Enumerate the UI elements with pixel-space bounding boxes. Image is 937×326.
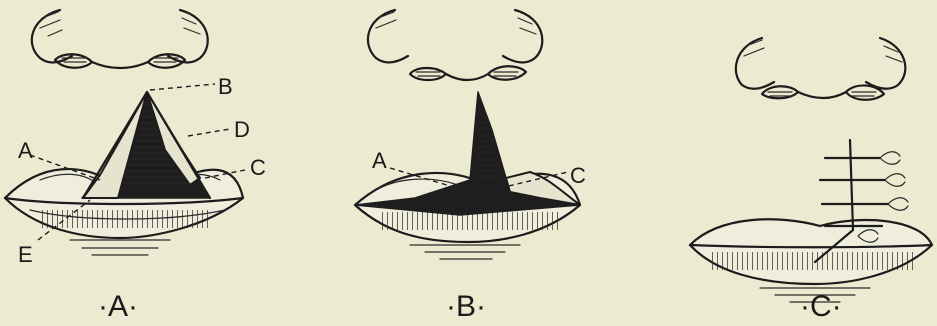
panel-a: B A D C E ·A· (5, 10, 266, 323)
panel-c-nose (736, 38, 905, 100)
caption-a: ·A· (98, 290, 138, 323)
panel-b-nose (368, 10, 542, 80)
panel-a-nose (32, 10, 208, 68)
panel-b: A C ·B· (355, 10, 586, 323)
label-d: D (234, 117, 250, 142)
panel-c: ·C· (690, 38, 932, 323)
label-a: A (18, 138, 33, 163)
panel-a-cleft (82, 92, 210, 198)
label-a-b: A (372, 148, 387, 173)
label-b: B (218, 74, 233, 99)
label-c-b: C (570, 163, 586, 188)
caption-b: ·B· (446, 290, 486, 323)
label-e: E (18, 242, 33, 267)
caption-c: ·C· (800, 290, 842, 323)
label-c: C (250, 155, 266, 180)
